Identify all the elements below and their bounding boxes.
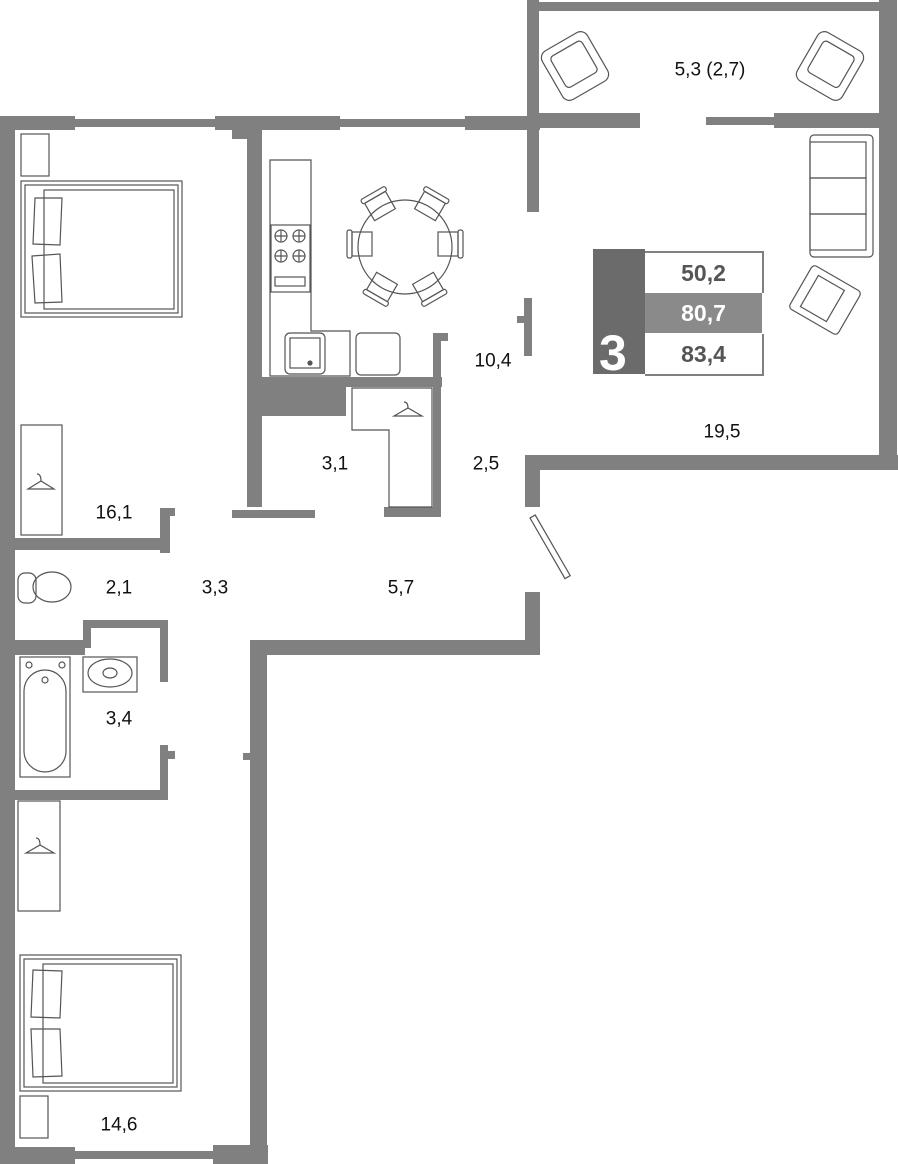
furniture bbox=[17, 31, 874, 1139]
armchair-icon bbox=[540, 31, 610, 101]
nightstand-icon bbox=[19, 1095, 49, 1139]
room-area-bedroom-1: 16,1 bbox=[95, 502, 133, 524]
fridge-icon bbox=[355, 332, 401, 376]
sofa-icon bbox=[809, 134, 874, 258]
room-area-toilet: 2,1 bbox=[105, 577, 133, 599]
room-area-bathroom: 3,4 bbox=[105, 708, 133, 730]
room-area-wardrobe: 2,5 bbox=[472, 453, 500, 475]
room-area-bedroom-2: 14,6 bbox=[100, 1114, 138, 1136]
total-area-with-balcony-value: 83,4 bbox=[645, 334, 764, 376]
room-count: 3 bbox=[593, 249, 645, 378]
wardrobe-icon bbox=[20, 424, 63, 536]
burner-icon bbox=[274, 229, 306, 263]
wardrobe-icon bbox=[17, 800, 61, 912]
armchair-icon bbox=[795, 31, 865, 101]
room-area-balcony: 5,3 (2,7) bbox=[674, 59, 746, 81]
room-area-hall: 5,7 bbox=[387, 577, 415, 599]
armchair-icon bbox=[789, 265, 861, 335]
kitchen-counter bbox=[269, 159, 351, 377]
stove-icon bbox=[270, 224, 311, 293]
toilet-icon bbox=[17, 571, 72, 604]
bed-icon bbox=[19, 954, 182, 1092]
bathtub-icon bbox=[19, 656, 71, 778]
washbasin-icon bbox=[82, 656, 138, 693]
bed-icon bbox=[20, 180, 183, 318]
sink-icon bbox=[284, 332, 326, 375]
total-area-value: 80,7 bbox=[645, 293, 762, 333]
area-summary-badge: 3 50,2 80,7 83,4 bbox=[593, 249, 764, 378]
dining-table-icon bbox=[346, 186, 464, 307]
living-area-value: 50,2 bbox=[645, 251, 764, 293]
nightstand-icon bbox=[20, 133, 50, 177]
room-area-living-room: 19,5 bbox=[703, 421, 741, 443]
entrance-door-icon bbox=[529, 514, 572, 580]
room-area-corridor: 3,3 bbox=[201, 577, 229, 599]
wardrobe-icon bbox=[351, 387, 433, 508]
room-area-storage: 3,1 bbox=[321, 453, 349, 475]
room-area-kitchen: 10,4 bbox=[474, 350, 512, 372]
